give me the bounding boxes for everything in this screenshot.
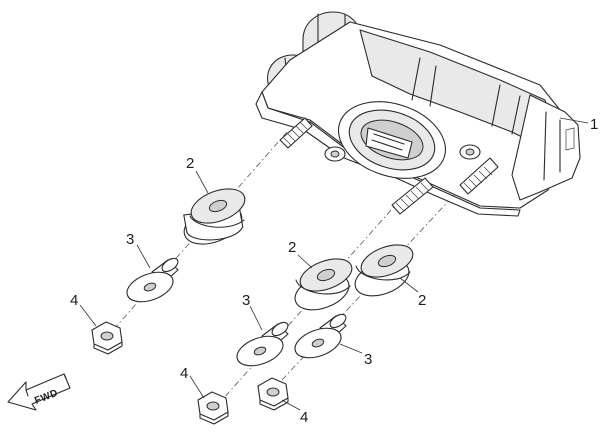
leader-lines xyxy=(79,117,589,411)
housing xyxy=(255,11,581,217)
stud-center xyxy=(391,177,434,215)
callout-collar-left: 3 xyxy=(126,231,134,248)
nut-mid-left xyxy=(197,391,229,425)
grommet-right xyxy=(354,244,414,297)
callout-nut-left: 4 xyxy=(70,292,78,309)
nut-mid-right xyxy=(257,377,289,411)
callout-collar-right: 3 xyxy=(364,351,372,368)
grommet-upper xyxy=(183,188,246,245)
callout-housing: 1 xyxy=(590,116,598,133)
callout-collar-mid: 3 xyxy=(242,292,250,309)
forward-direction-arrow: FWD xyxy=(7,373,71,411)
grommet-mid xyxy=(294,258,353,311)
collar-mid xyxy=(236,321,289,367)
stud-left xyxy=(279,117,313,149)
collar-right xyxy=(294,313,347,359)
stud-right xyxy=(459,157,499,195)
callout-nut-mid-right: 4 xyxy=(300,409,308,426)
collar-left xyxy=(126,257,179,303)
callout-nut-mid-left: 4 xyxy=(180,365,188,382)
callout-grommet-mid: 2 xyxy=(288,239,296,256)
nut-left xyxy=(91,321,123,355)
callout-grommet-upper: 2 xyxy=(186,155,194,172)
callout-labels: 1 2 2 2 3 3 3 4 4 4 xyxy=(70,116,598,426)
callout-grommet-right: 2 xyxy=(418,292,426,309)
